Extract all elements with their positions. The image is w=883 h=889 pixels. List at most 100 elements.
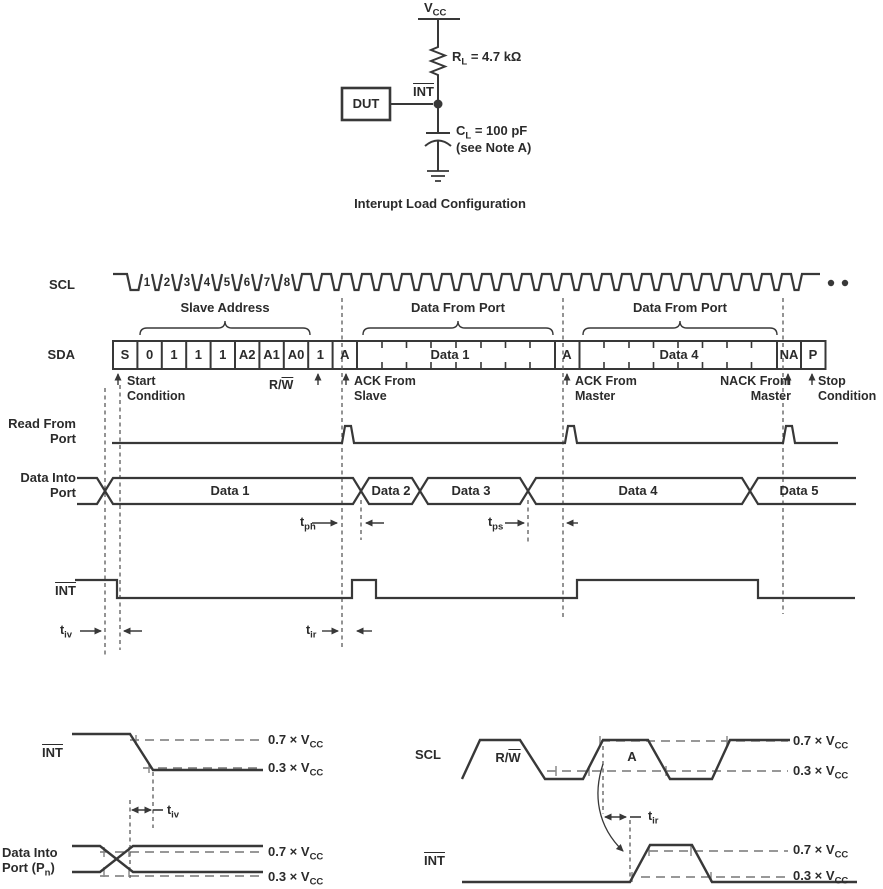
vih-threshold-label: 0.7 × VCC [268,844,324,863]
slave-address-brace [139,320,311,336]
ack-from-slave-label: Slave [354,389,387,403]
data-from-port-brace [582,320,778,336]
start-condition-label: Start [127,374,156,388]
int-node-label: INT [413,84,434,99]
sda-bit: A [340,347,350,362]
data-into-port-label: Port [50,485,76,500]
threshold-ticks [103,735,150,877]
tps-label: tps [488,515,504,533]
tiv-label: tiv [60,623,73,641]
int-label: INT [424,853,445,868]
tiv-label: tiv [167,803,180,821]
cap-note: (see Note A) [456,140,532,155]
clock-number: 5 [223,277,231,289]
clock-number: 3 [183,277,191,289]
rw-pulse-label: R/W [495,750,521,765]
bus-data-label: Data 5 [779,483,819,498]
sda-bit: 1 [194,347,203,362]
int-label: INT [55,583,76,598]
scl-detail-waveform [460,738,790,781]
clock-number: 7 [263,277,271,289]
bit-cell-ticks [381,342,753,368]
ack-from-slave-label: ACK From [354,374,416,388]
scl-label: SCL [49,277,75,292]
data1-cell-label: Data 1 [430,347,470,362]
sda-bit: A1 [263,347,280,362]
sda-bit: 0 [145,347,154,362]
data-into-port-bus [77,476,856,506]
scl-label: SCL [415,747,441,762]
data4-cell-label: Data 4 [659,347,699,362]
scl-waveform [113,272,849,292]
data-from-port-brace [362,320,554,336]
pullup-resistor-label: RL = 4.7 kΩ [452,49,522,68]
threshold-lines [100,739,263,877]
stop-condition-label: Condition [818,389,877,403]
data-into-port-pn-label: Data Into [2,845,58,860]
int-detail-waveform [462,843,857,884]
read-from-port-waveform [112,424,838,445]
continuation-dot [827,279,835,287]
bus-data-label: Data 1 [210,483,250,498]
vcc-label: VCC [424,0,447,19]
vil-threshold-label: 0.3 × VCC [793,868,849,887]
bus-data-label: Data 2 [371,483,411,498]
clock-number: 2 [163,277,171,289]
tir-label: tir [648,809,659,827]
guide-lines [602,746,631,878]
read-from-port-label: Port [50,431,76,446]
int-detail-waveform [72,732,263,772]
nack-from-master-label: NACK From [720,374,791,388]
sda-bit: 1 [316,347,325,362]
guide-lines [129,772,154,878]
rw-label: R/W [269,378,294,392]
slave-address-label: Slave Address [180,300,270,315]
resistor-symbol [428,44,448,76]
ack-cell-label: A [562,347,572,362]
sda-bit: 1 [170,347,178,362]
dut-label: DUT [352,96,380,111]
vil-threshold-label: 0.3 × VCC [268,760,324,779]
annotation-arrows [80,373,816,635]
bus-data-label: Data 3 [451,483,491,498]
int-node-dot [433,99,443,109]
clock-number: 6 [243,277,251,289]
detail-right-waveforms [460,736,857,884]
sda-bit: A0 [287,347,305,362]
start-condition-label: Condition [127,389,186,403]
nack-cell-label: NA [779,347,799,362]
sda-frame [112,340,827,370]
tir-label: tir [306,623,317,641]
sda-label: SDA [47,347,75,362]
ack-pulse-label: A [627,749,637,764]
data-into-port-label: Data Into [20,470,76,485]
data-from-port-label: Data From Port [633,300,727,315]
vih-threshold-label: 0.7 × VCC [793,842,849,861]
circuit-caption: Interupt Load Configuration [354,196,526,211]
stop-condition-label: Stop [818,374,846,388]
data-into-port-pn-label: Port (Pn) [2,860,55,879]
clock-number: 4 [203,277,211,289]
ack-from-master-label: Master [575,389,616,403]
continuation-dot [841,279,849,287]
int-label: INT [42,745,63,760]
read-from-port-label: Read From [8,416,76,431]
clock-number: 1 [143,277,151,289]
threshold-lines [547,740,788,878]
group-braces [139,320,778,336]
vil-threshold-label: 0.3 × VCC [793,763,849,782]
load-cap-label: CL = 100 pF [456,123,528,142]
sda-bit: S [120,347,130,362]
stop-cell-label: P [808,347,818,362]
nack-from-master-label: Master [750,389,791,403]
sda-bit: 1 [219,347,227,362]
bus-data-label: Data 4 [618,483,658,498]
interrupt-load-circuit [340,18,460,182]
scl-to-int-curve-arrow [597,763,624,852]
ground-symbol [427,170,449,182]
vil-threshold-label: 0.3 × VCC [268,869,324,888]
data-bus-detail [72,844,263,874]
guide-lines [104,298,784,658]
